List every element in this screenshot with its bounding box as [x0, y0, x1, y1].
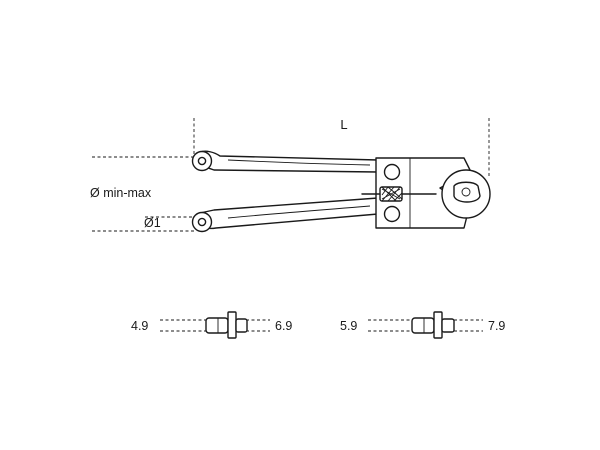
pin-2: 5.9 7.9 — [340, 311, 505, 339]
wrench-tool — [191, 150, 491, 233]
lower-arm-groove — [227, 205, 371, 219]
pin-1: 4.9 6.9 — [131, 311, 292, 339]
upper-arm — [199, 150, 379, 173]
length-dimension: L — [193, 117, 490, 178]
diameter-dimensions: Ø min-max Ø1 — [90, 156, 196, 232]
lower-rivet — [383, 205, 401, 223]
pin-diameter-label: Ø1 — [144, 216, 161, 230]
upper-rivet — [383, 163, 401, 181]
head-screw — [461, 187, 471, 197]
head-slot — [453, 181, 481, 203]
pin-1-left-label: 4.9 — [131, 319, 148, 333]
pin-2-left-label: 5.9 — [340, 319, 357, 333]
lower-arm — [199, 197, 379, 230]
upper-pin-hole — [197, 156, 207, 166]
pin-1-right-label: 6.9 — [275, 319, 292, 333]
upper-arm-groove — [227, 159, 371, 166]
knurled-adjuster — [361, 186, 437, 202]
lower-pin-hole — [197, 217, 207, 227]
pin-2-right-label: 7.9 — [488, 319, 505, 333]
diameter-range-label: Ø min-max — [90, 186, 152, 200]
length-label: L — [340, 117, 347, 132]
